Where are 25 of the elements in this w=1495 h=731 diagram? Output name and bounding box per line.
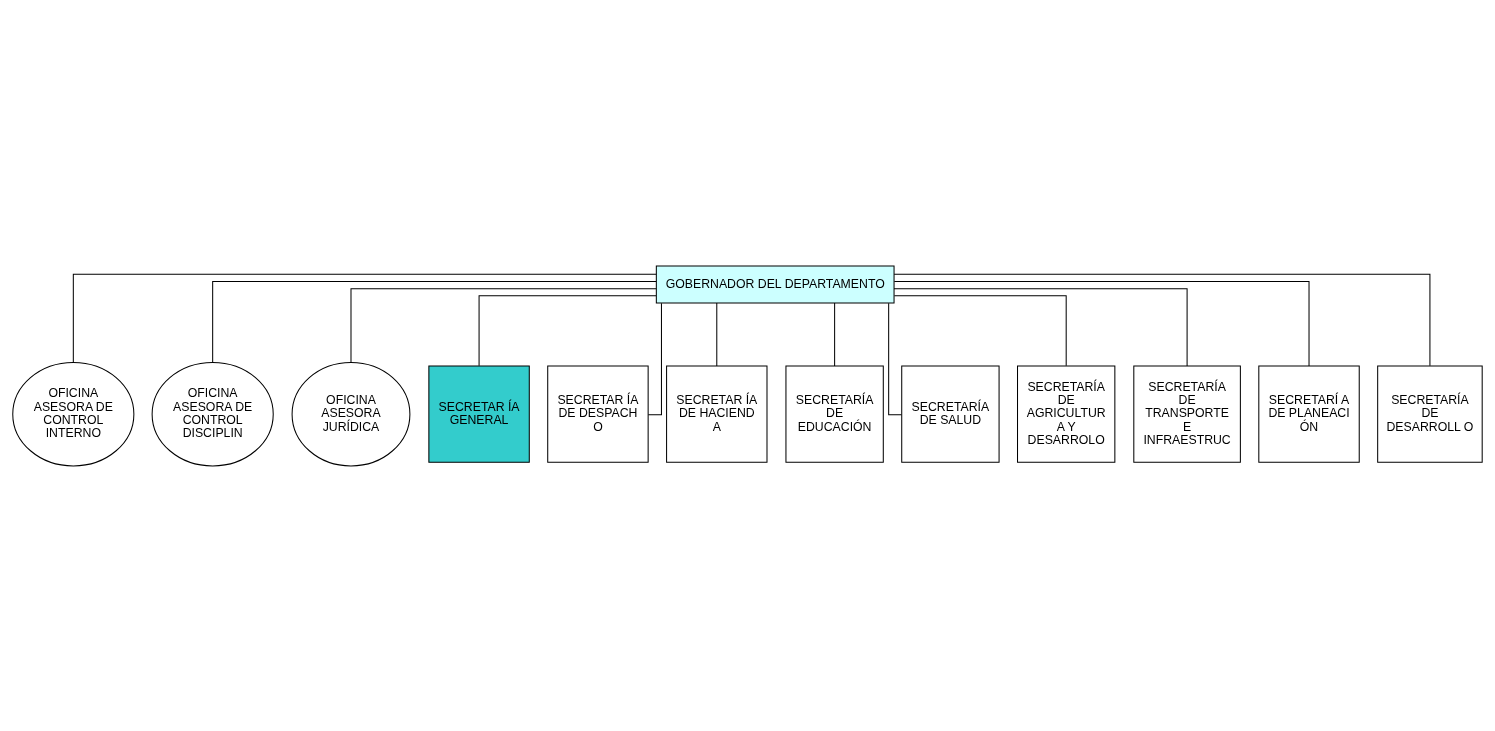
node-box: SECRETARÍA DE DESARROLL O — [1377, 365, 1483, 463]
connector — [350, 287, 657, 363]
node-box: SECRETAR ÍA GENERAL — [428, 365, 530, 463]
node-box: SECRETARÍA DE AGRICULTUR A Y DESARROLO — [1017, 365, 1116, 463]
connector — [893, 287, 1188, 366]
connector — [478, 294, 657, 366]
node-box: SECRETARÍA DE EDUCACIÓN — [785, 365, 884, 463]
connector — [893, 280, 1310, 366]
node-box: SECRETARÍ A DE PLANEACI ÓN — [1258, 365, 1360, 463]
node-box: SECRETARÍA DE TRANSPORTE E INFRAESTRUC — [1133, 365, 1241, 463]
node-box: SECRETARÍA DE SALUD — [901, 365, 1000, 463]
node-box: SECRETAR ÍA DE HACIEND A — [666, 365, 768, 463]
connector — [888, 302, 902, 415]
connector — [72, 273, 657, 363]
connector — [647, 302, 662, 415]
node-ellipse: OFICINA ASESORA JURÍDICA — [291, 361, 411, 466]
node-ellipse: OFICINA ASESORA DE CONTROL INTERNO — [12, 361, 135, 466]
node-box: GOBERNADOR DEL DEPARTAMENTO — [655, 265, 895, 303]
connector — [212, 280, 657, 363]
connector — [893, 273, 1431, 366]
connector — [893, 294, 1067, 366]
node-box: SECRETAR ÍA DE DESPACH O — [547, 365, 649, 463]
node-ellipse: OFICINA ASESORA DE CONTROL DISCIPLIN — [151, 361, 274, 466]
connector — [716, 302, 718, 366]
connector — [834, 302, 836, 366]
